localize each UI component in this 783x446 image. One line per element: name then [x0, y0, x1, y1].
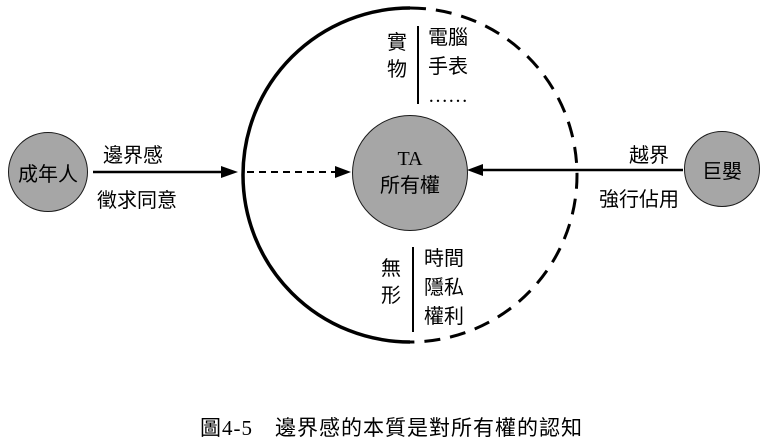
ownership-node-line1: TA: [397, 148, 423, 170]
forcible-occupation-label: 強行佔用: [599, 189, 679, 211]
adult-arrow-solid-head: [221, 166, 238, 178]
intangible-item: 隱私: [424, 277, 464, 299]
adult-node: 成年人: [8, 132, 88, 212]
baby-node-label: 巨嬰: [702, 160, 742, 183]
ask-consent-label: 徵求同意: [97, 190, 177, 212]
ownership-node-line2: 所有權: [380, 175, 440, 197]
intangible-item: 時間: [424, 248, 464, 270]
adult-arrow-dashed-head: [335, 166, 351, 178]
intangible-category-label: 無形: [381, 258, 401, 307]
boundary-circle-dashed-arc: [409, 6, 579, 344]
physical-item-list: 電腦 手表 ……: [428, 24, 468, 111]
adult-node-label: 成年人: [18, 163, 78, 186]
baby-arrow-head: [467, 164, 483, 176]
intangible-item-list: 時間 隱私 權利: [424, 245, 464, 332]
cross-boundary-label: 越界: [629, 145, 669, 167]
physical-item: 手表: [428, 56, 468, 78]
physical-item: 電腦: [428, 27, 468, 49]
figure-caption: 圖4-5 邊界感的本質是對所有權的認知: [200, 416, 583, 440]
physical-category-label: 實物: [387, 32, 407, 81]
intangible-item: 權利: [424, 306, 464, 328]
ownership-node: TA 所有權: [352, 115, 468, 231]
boundary-circle-solid-arc: [241, 6, 411, 344]
physical-item: ……: [428, 85, 468, 107]
baby-node: 巨嬰: [684, 131, 760, 207]
boundary-sense-label: 邊界感: [103, 145, 163, 167]
